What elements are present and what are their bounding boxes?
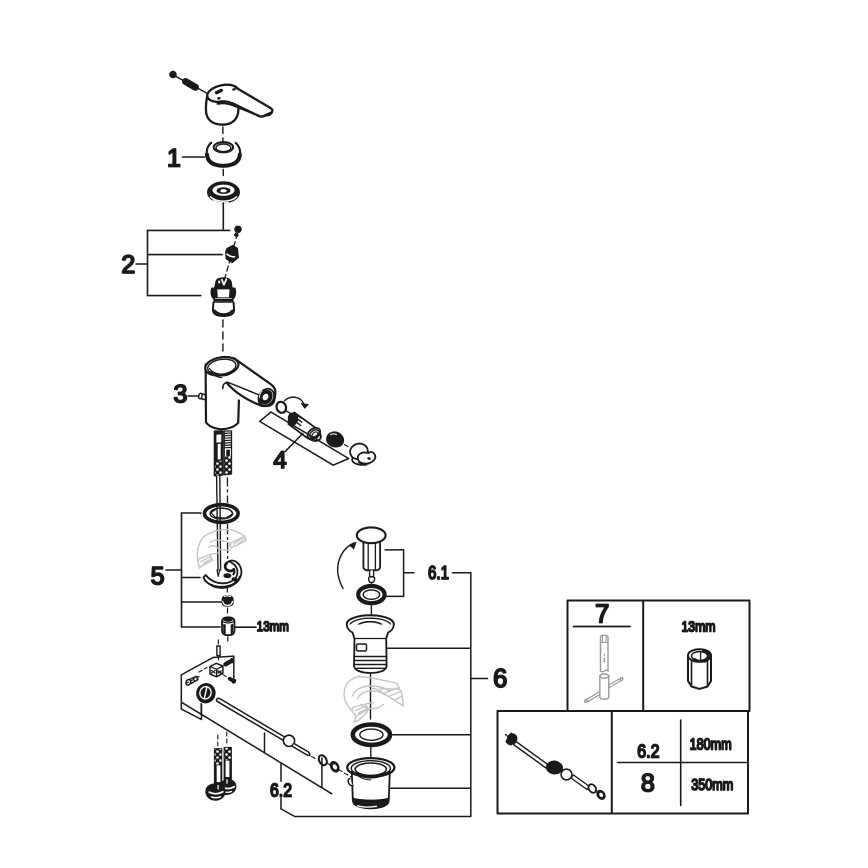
svg-text:2: 2 bbox=[121, 251, 135, 279]
svg-text:180mm: 180mm bbox=[690, 737, 732, 754]
svg-text:4: 4 bbox=[273, 447, 286, 474]
svg-text:6.2: 6.2 bbox=[637, 741, 659, 762]
svg-text:5: 5 bbox=[151, 563, 165, 591]
svg-text:13mm: 13mm bbox=[682, 619, 716, 636]
svg-text:13mm: 13mm bbox=[257, 618, 289, 634]
svg-text:6.1: 6.1 bbox=[428, 562, 449, 583]
svg-text:1: 1 bbox=[167, 145, 181, 173]
svg-text:6: 6 bbox=[493, 665, 507, 693]
svg-text:7: 7 bbox=[595, 601, 609, 629]
svg-text:6.2: 6.2 bbox=[270, 780, 292, 801]
svg-text:8: 8 bbox=[641, 769, 655, 797]
svg-text:350mm: 350mm bbox=[691, 777, 733, 794]
svg-text:3: 3 bbox=[174, 381, 188, 409]
